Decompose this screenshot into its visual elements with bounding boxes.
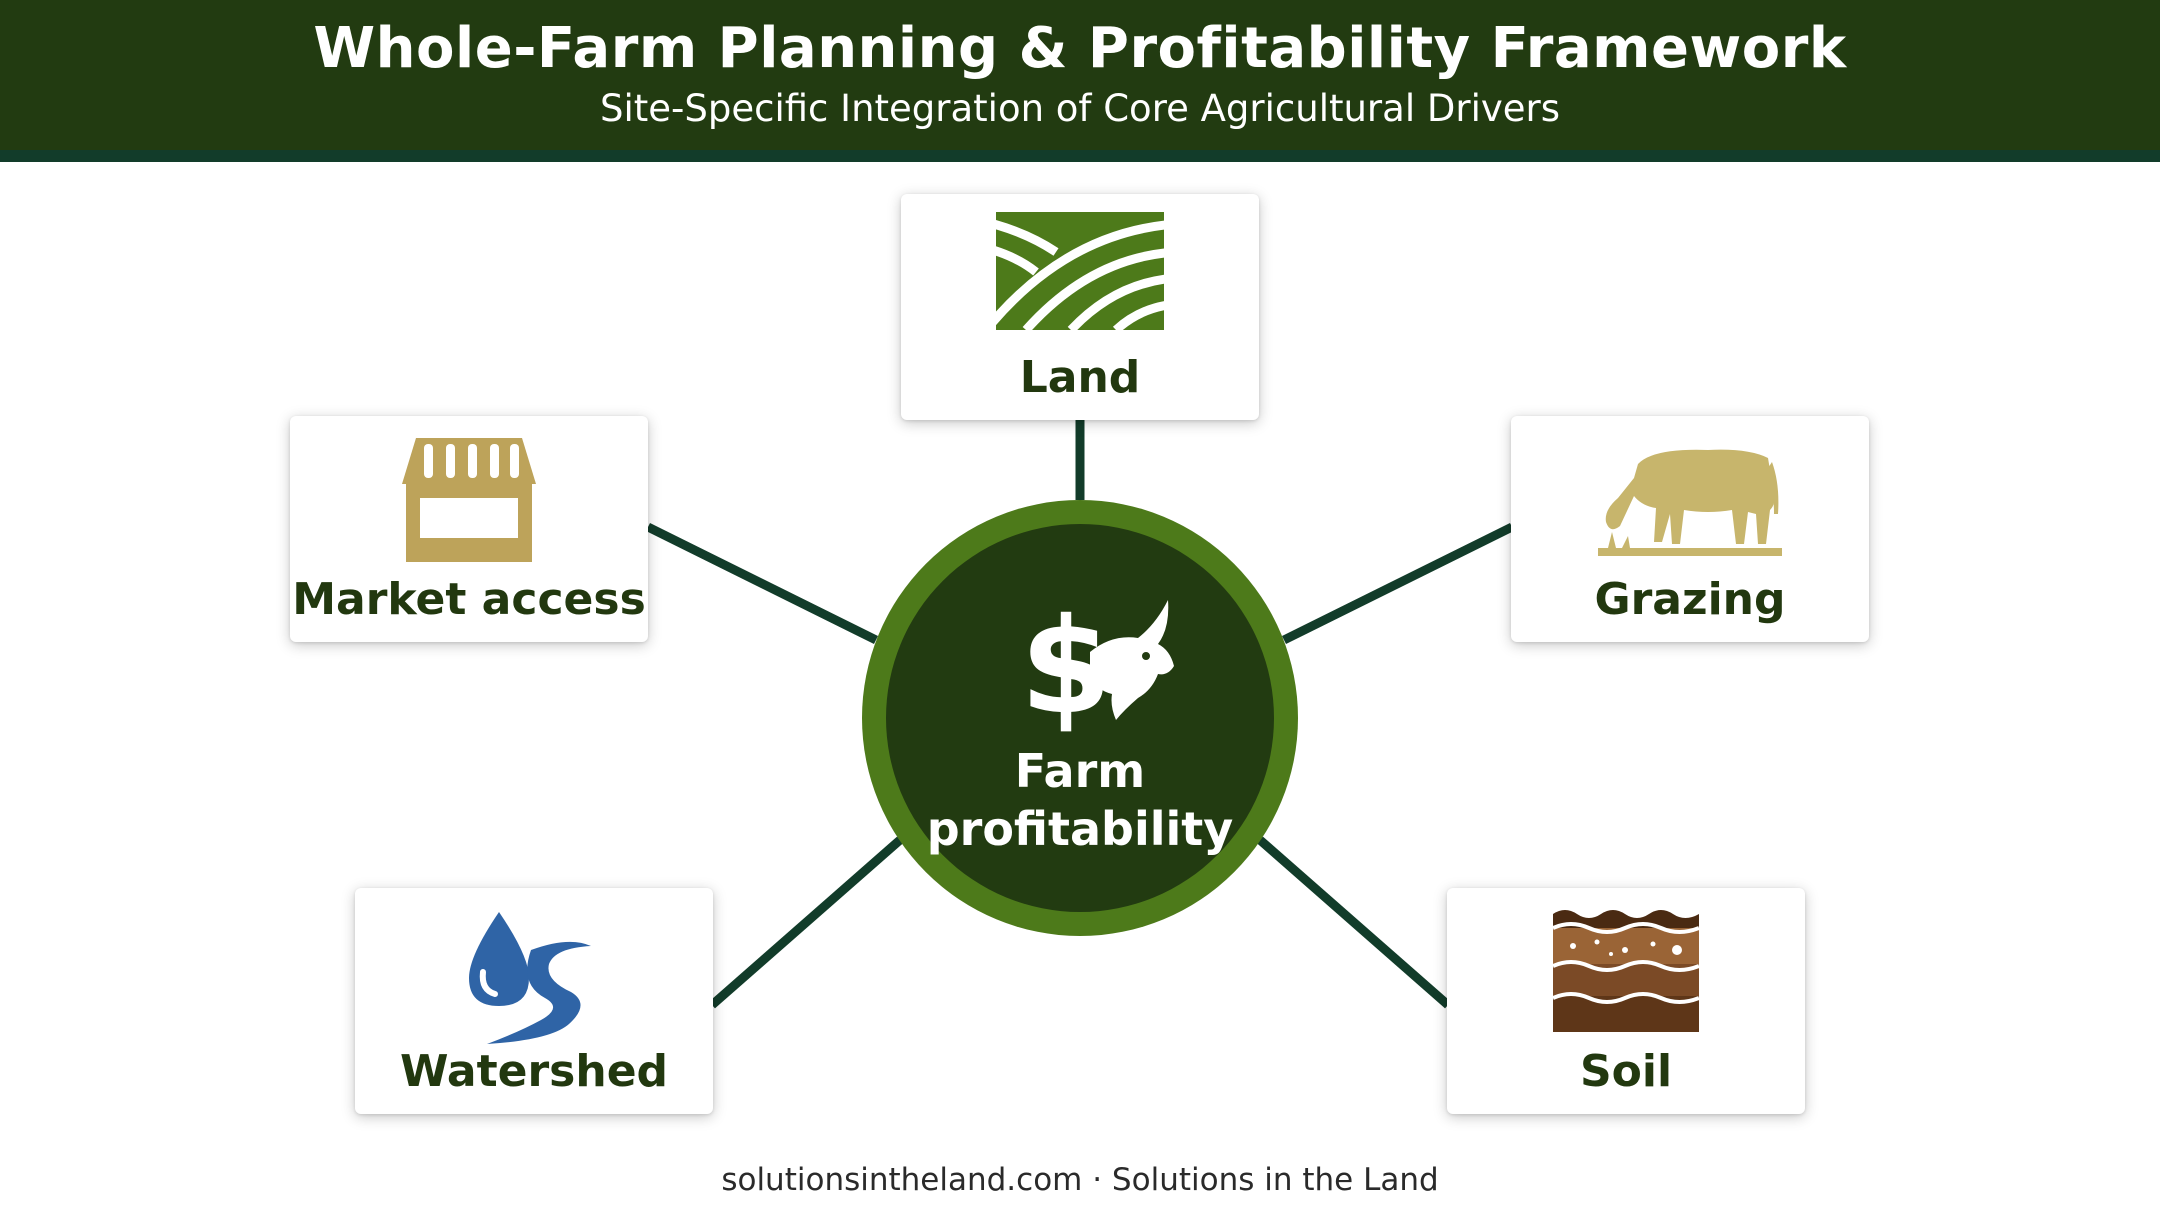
hub-inner: $ Farm profitability: [886, 524, 1274, 912]
node-label-market-access: Market access: [292, 574, 646, 625]
connector-grazing: [1282, 522, 1514, 645]
footer-credit: solutionsintheland.com · Solutions in th…: [721, 1162, 1439, 1198]
market-stall-icon: [290, 434, 648, 574]
cow-grazing-icon: [1511, 434, 1869, 574]
card-soil: Soil: [1447, 888, 1805, 1114]
node-label-land: Land: [1019, 352, 1141, 403]
node-label-grazing: Grazing: [1594, 574, 1786, 625]
card-watershed: Watershed: [355, 888, 713, 1114]
connector-market-access: [646, 522, 878, 645]
card-market-access: Market access: [290, 416, 648, 642]
field-rows-icon: [901, 212, 1259, 352]
header-rule: [0, 150, 2160, 162]
node-label-soil: Soil: [1579, 1046, 1673, 1097]
card-land: Land: [901, 194, 1259, 420]
header-bar: Whole-Farm Planning & Profitability Fram…: [0, 0, 2160, 150]
water-drop-stream-icon: [355, 906, 713, 1046]
connector-soil: [1257, 836, 1451, 1009]
hub-label: Farm profitability: [926, 744, 1234, 856]
dollar-bull-icon: $: [1020, 594, 1174, 734]
diagram-title: Whole-Farm Planning & Profitability Fram…: [313, 16, 1847, 81]
card-grazing: Grazing: [1511, 416, 1869, 642]
soil-layers-icon: [1447, 906, 1805, 1046]
hub-farm-profitability: $ Farm profitability: [862, 500, 1298, 936]
node-label-watershed: Watershed: [399, 1046, 669, 1097]
connector-watershed: [709, 836, 903, 1009]
diagram-subtitle: Site-Specific Integration of Core Agricu…: [600, 87, 1560, 130]
